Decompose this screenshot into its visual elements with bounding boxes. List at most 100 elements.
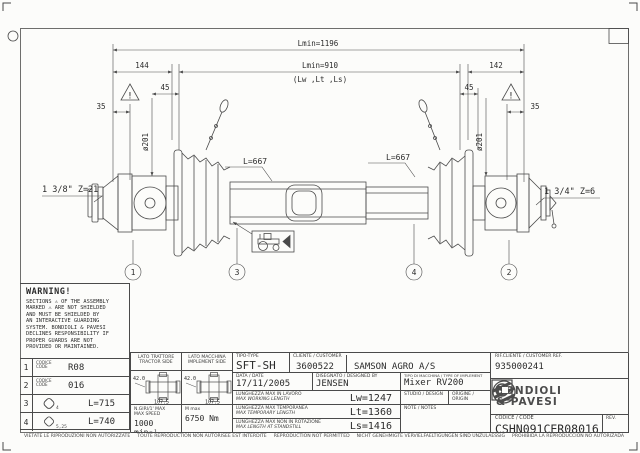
right-guard-cone xyxy=(427,149,474,257)
dimension-labels: Lmin=1196 Lmin=910 (Lw ,Lt ,Ls) 144 142 … xyxy=(42,39,595,277)
origin-cell: ORIGINE / ORIGIN xyxy=(449,391,491,405)
table-row: 1 CODICE CODE R08 xyxy=(20,359,129,377)
dia-201-left-label: ø201 xyxy=(141,133,150,151)
joint-dim-top: 42.0 xyxy=(133,376,145,382)
warning-line: PROPER GUARDS ARE NOT xyxy=(26,337,93,344)
origin-label: ORIGINE / ORIGIN xyxy=(452,392,474,403)
max-torque-value: 6750 Nm xyxy=(185,414,219,424)
notice-de: NICHT GENEHMIGTE VERVIELFAELTIGUNGEN SIN… xyxy=(356,434,506,439)
frame-corner-notch xyxy=(608,28,629,44)
designer-cell: DISEGNATO / DESIGNED BY JENSEN xyxy=(313,373,401,391)
code-label: CODE xyxy=(36,382,48,388)
warning-line: AN INTERACTIVE GUARDING xyxy=(26,318,100,325)
balloon-3-label: 3 xyxy=(235,268,240,277)
tube-length-left-label: L=667 xyxy=(243,157,267,166)
dim-mid-sub-label: (Lw ,Lt ,Ls) xyxy=(293,75,347,84)
table-row: 2 CODICE CODE 016 xyxy=(20,377,129,395)
max-speed-label-it: N.GIRI/1' MAX xyxy=(134,407,166,412)
customer-code: 3600522 xyxy=(296,362,334,372)
tube-profile-emblem xyxy=(285,184,323,222)
type-label: TIPO-TYPE xyxy=(236,354,259,359)
tractor-joint-cell: 42.0 107.5 xyxy=(131,371,182,405)
dim-45-right-label: 45 xyxy=(464,83,473,92)
joint-cross-drawing: 42.0 107.5 xyxy=(184,372,232,404)
revision-label: REV. xyxy=(606,416,616,421)
warning-line: DECLINES RESPONSIBILITY IF xyxy=(26,331,109,338)
brand-name-line1: BONDIOLI xyxy=(496,385,562,397)
customer-name: SAMSON AGRO A/S xyxy=(354,362,436,372)
implement-joint-cell: 42.0 107.5 xyxy=(182,371,233,405)
dim-144-label: 144 xyxy=(135,61,149,70)
max-speed-value: 1000 min⁻¹ xyxy=(134,419,159,433)
part-length-value: L=715 xyxy=(88,399,116,409)
joint-cross-drawing: 42.0 107.5 xyxy=(133,372,181,405)
max-torque-cell: M max 6750 Nm xyxy=(182,405,233,433)
balloon-callouts xyxy=(124,224,518,281)
date-cell: DATA / DATE 17/11/2005 xyxy=(233,373,313,391)
date-value: 17/11/2005 xyxy=(236,379,291,390)
warning-triangle-left: ! xyxy=(120,83,140,102)
max-torque-label: M max xyxy=(185,407,201,412)
table-row: 3 4 L=715 xyxy=(20,395,129,413)
parts-table: 1 CODICE CODE R08 2 CODICE CODE 016 3 4 … xyxy=(20,358,130,431)
working-length-label-it: LUNGHEZZA MAX IN LAVORO xyxy=(236,392,302,397)
direction-arrow-icon xyxy=(282,234,291,249)
guard-tube xyxy=(229,181,429,225)
temporary-length-cell: LUNGHEZZA MAX TEMPORANEA MAX TEMPORARY L… xyxy=(233,405,401,419)
balloon-2-label: 2 xyxy=(507,268,512,277)
designer-value: JENSEN xyxy=(316,379,349,390)
tube-length-leaders xyxy=(42,162,600,206)
dim-total-label: Lmin=1196 xyxy=(298,39,339,48)
safety-chain-right xyxy=(418,99,441,151)
dim-35-right-label: 35 xyxy=(530,102,539,111)
profile-dim: 4 xyxy=(56,406,59,411)
code-value: CSHN091CER08016 xyxy=(495,421,599,433)
spline-right-label: 1 3/4" Z=6 xyxy=(544,187,595,197)
brand-name: BONDIOLI & PAVESI xyxy=(496,386,562,407)
part-number: 1 xyxy=(20,359,33,376)
code-label: CODICE xyxy=(36,360,52,365)
customer-label: CLIENTE / CUSTOMER xyxy=(293,354,342,359)
tractor-side-label-it: LATO TRATTORE xyxy=(137,355,175,360)
part-number: 4 xyxy=(20,413,33,431)
max-speed-label-en: MAX SPEED xyxy=(134,412,161,418)
customer-ref-value: 935000241 xyxy=(495,362,544,373)
part-length-value: L=740 xyxy=(88,417,116,427)
warning-triangle-right: ! xyxy=(501,83,521,102)
dim-45-left-label: 45 xyxy=(160,83,169,92)
customer-ref-cell: RIF.CLIENTE / CUSTOMER REF. 935000241 xyxy=(491,353,629,379)
warning-line: PROVIDED OR MAINTAINED. xyxy=(26,344,100,351)
joint-dim-bottom: 107.5 xyxy=(154,400,169,405)
dim-142-label: 142 xyxy=(489,61,503,70)
title-block: LATO TRATTORE TRACTOR SIDE 42.0 107.5 N.… xyxy=(130,352,629,433)
warning-line: SYSTEM. BONDIOLI & PAVESI xyxy=(26,324,106,331)
safety-chain-left xyxy=(205,99,229,151)
max-speed-cell: N.GIRI/1' MAX MAX SPEED 1000 min⁻¹ xyxy=(131,405,182,433)
part-number: 3 xyxy=(20,395,33,412)
registration-circle xyxy=(7,30,19,42)
dim-35-left-label: 35 xyxy=(96,102,105,111)
studio-cell: STUDIO / DESIGN xyxy=(401,391,449,405)
balloon-4-label: 4 xyxy=(412,268,417,277)
code-label: CODICE / CODE xyxy=(495,415,534,421)
part-code-value: 016 xyxy=(68,381,85,391)
tube-profile-icon xyxy=(43,398,55,409)
joint-dim-top: 42.0 xyxy=(184,376,196,382)
warning-line: MARKED ⚠ ARE NOT SHIELDED xyxy=(26,305,106,312)
implement-side-label-it: LATO MACCHINA xyxy=(188,355,226,360)
machine-type-label: TIPO DI MACCHINA / TYPE OF IMPLEMENT xyxy=(404,373,483,378)
type-cell: TIPO-TYPE SFT-SH xyxy=(233,353,290,373)
brand-badge-icon xyxy=(491,379,513,401)
dim-mid-label: Lmin=910 xyxy=(302,61,339,70)
notice-it: VIETATE LE RIPRODUZIONI NON AUTORIZZATE xyxy=(24,434,131,439)
part-number: 2 xyxy=(20,377,33,394)
triangle-exclamation: ! xyxy=(508,92,513,102)
code-label: CODE xyxy=(36,364,48,370)
code-label: CODICE xyxy=(36,378,52,383)
dimension-lines xyxy=(112,44,525,182)
implement-side-header: LATO MACCHINA IMPLEMENT SIDE xyxy=(182,353,233,371)
revision-cell: REV. xyxy=(603,415,629,433)
temporary-length-label-en: MAX TEMPORARY LENGTH xyxy=(236,411,296,417)
standstill-length-label-en: MAX LENGTH AT STANDSTILL xyxy=(236,425,302,431)
